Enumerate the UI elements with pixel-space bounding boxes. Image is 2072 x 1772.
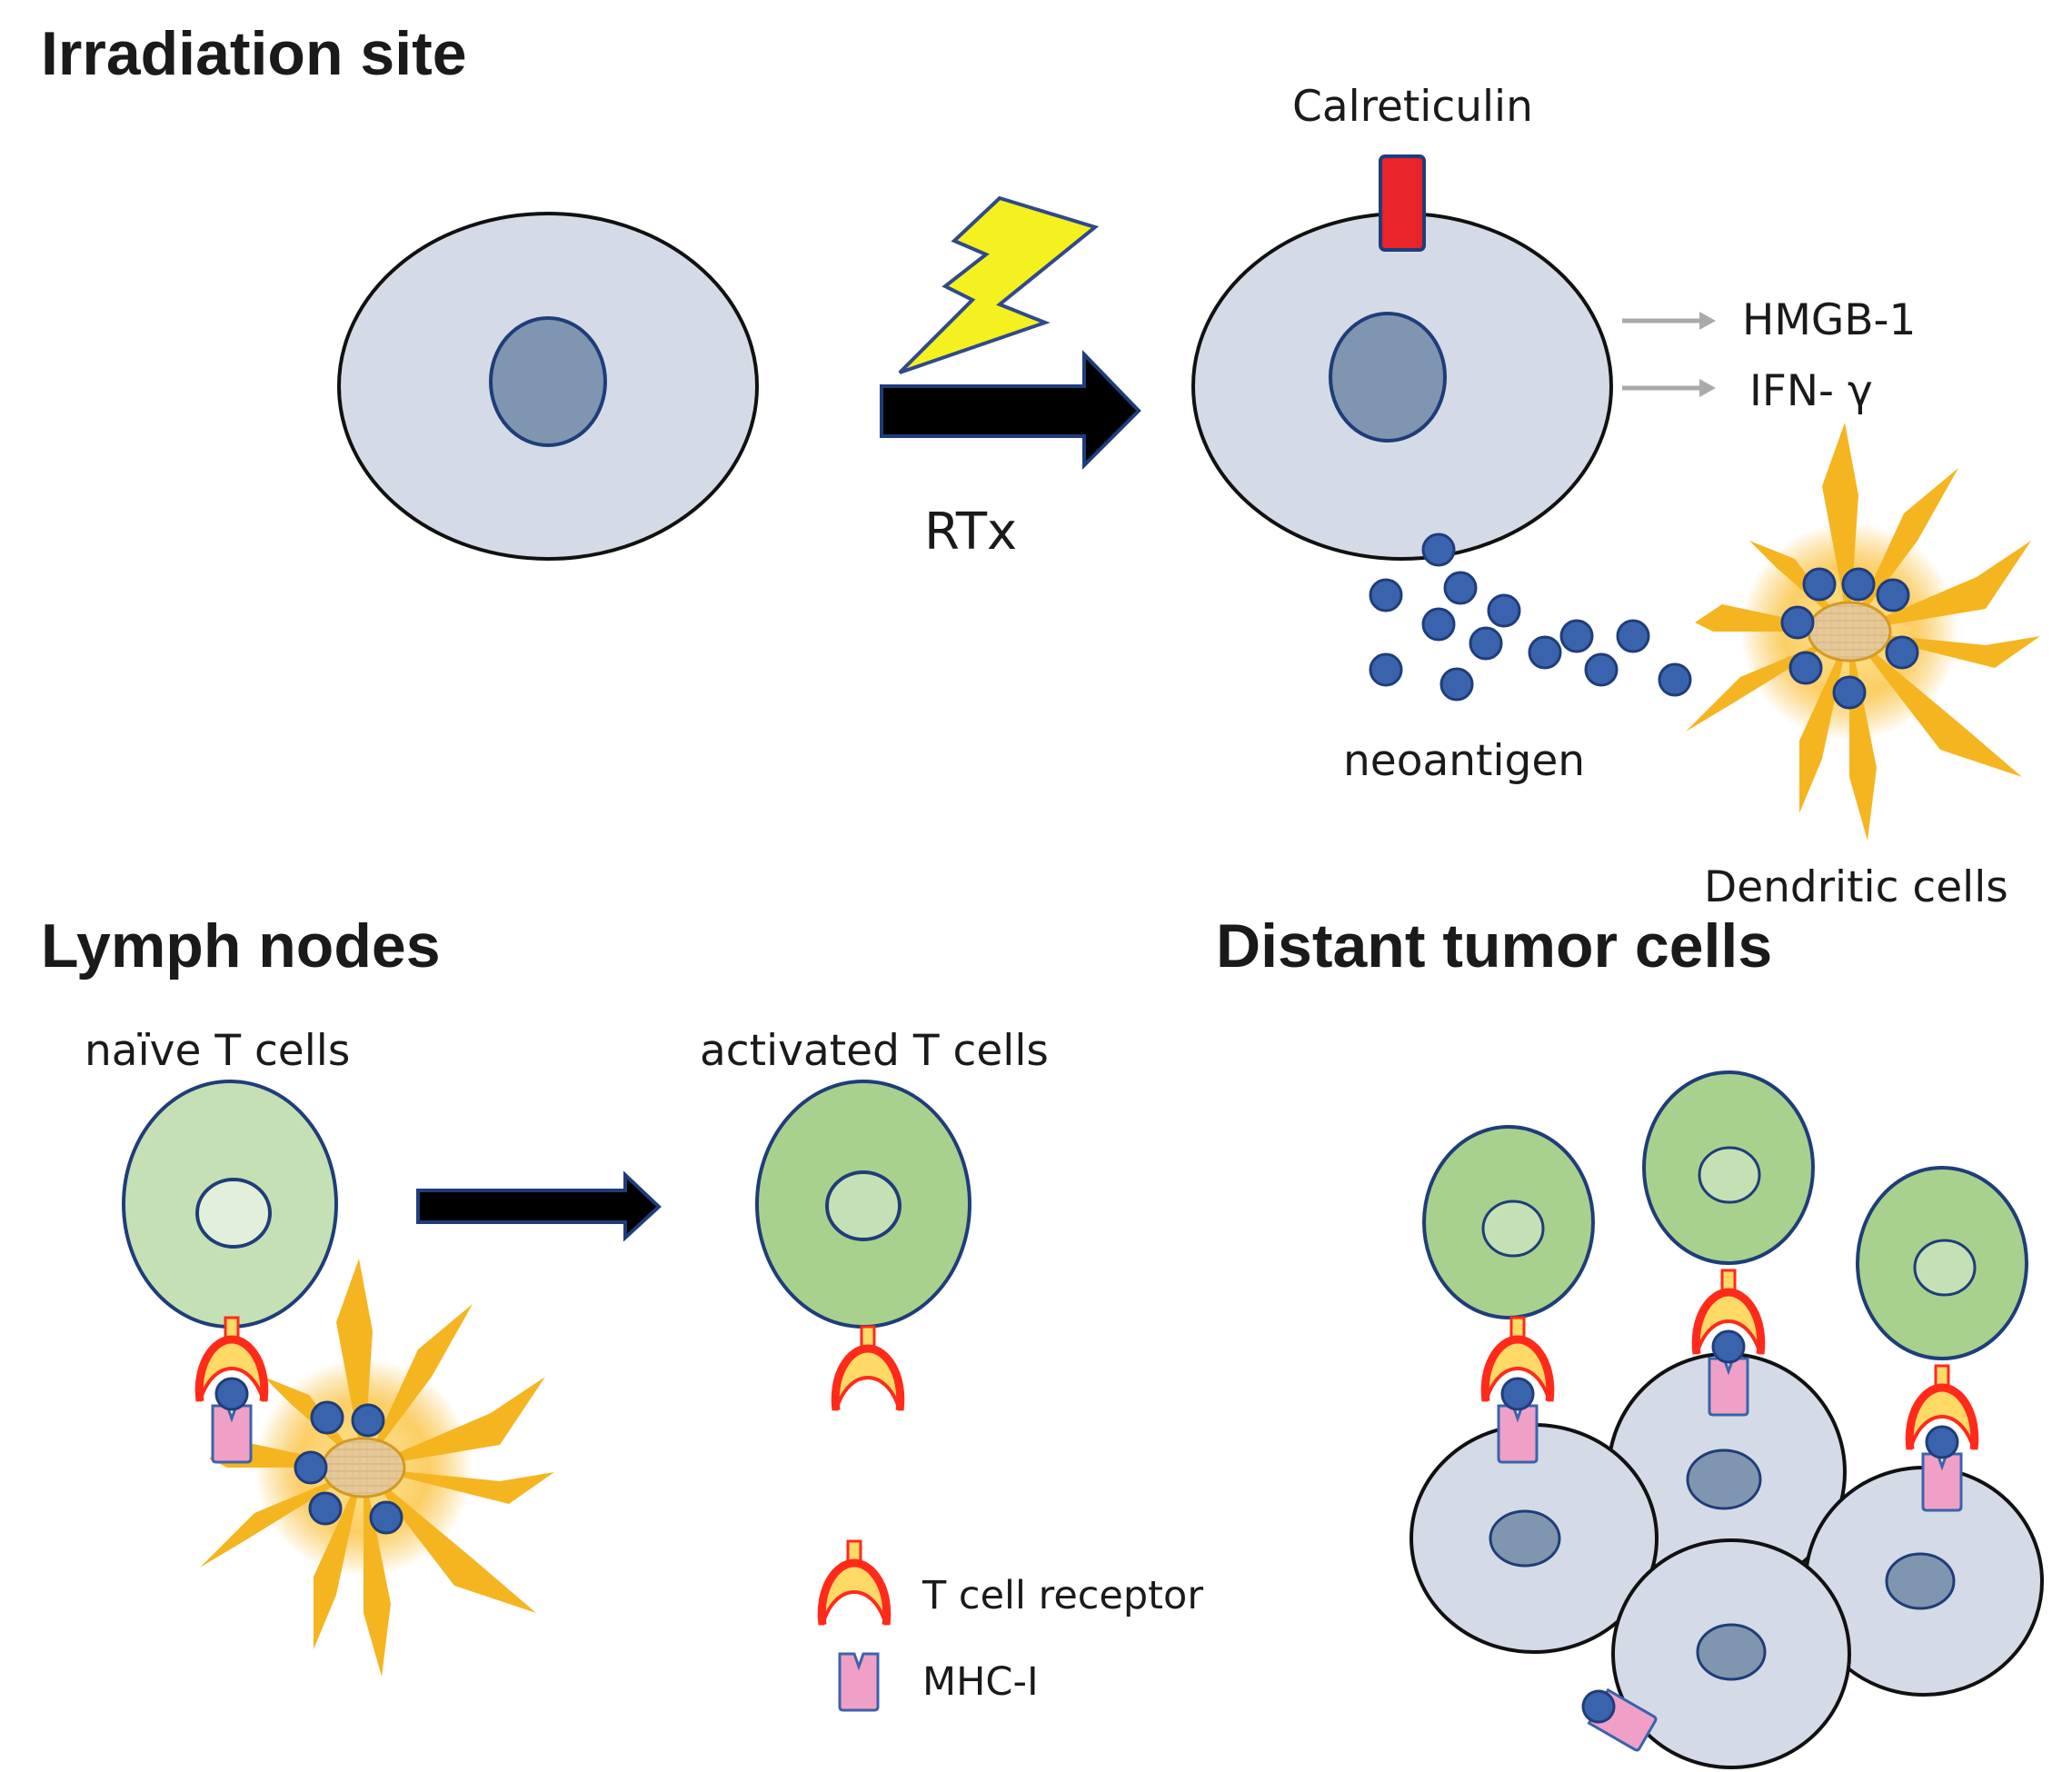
neoantigen-label: neoantigen [1343,736,1585,786]
rtx-label: RTx [924,503,1017,562]
tcr-mhc-binding-naive [199,1318,264,1464]
hmgb1-label: HMGB-1 [1742,295,1916,345]
naive-t-cells-label: naïve T cells [85,1026,350,1076]
section-title-distant-tumor-cells: Distant tumor cells [1216,911,1772,981]
calreticulin-marker [1379,154,1426,252]
legend-mhc-icon [838,1652,880,1712]
tcr-activated [835,1327,901,1410]
tumor-cell-left [1410,1423,1659,1654]
lightning-icon [898,195,1100,374]
effector-t-cell-right [1856,1166,2028,1360]
dendritic-cell-irradiation [1684,421,2042,842]
activation-arrow-icon [416,1170,662,1242]
calreticulin-label: Calreticulin [1292,82,1533,132]
effector-t-cell-middle [1642,1070,1815,1265]
section-title-irradiation-site: Irradiation site [41,19,467,88]
legend-tcr-icon [822,1541,887,1625]
legend-tcr-label: T cell receptor [921,1573,1203,1618]
release-arrows [1622,312,1716,397]
distant-tumor-cells [1410,1070,2044,1769]
rtx-arrow-icon [880,350,1141,470]
legend-mhc-label: MHC-I [922,1659,1039,1705]
tumor-cell-before [337,212,759,561]
activated-t-cells-label: activated T cells [700,1026,1049,1076]
section-title-lymph-nodes: Lymph nodes [41,911,441,981]
naive-t-cell [122,1080,338,1329]
effector-t-cell-left [1422,1125,1595,1319]
activated-t-cell [755,1080,971,1329]
ifn-gamma-label: IFN- γ [1749,366,1873,416]
tumor-cell-irradiated [1191,212,1613,561]
tumor-cell-bottom [1611,1538,1851,1769]
dendritic-cells-label: Dendritic cells [1704,862,2008,912]
